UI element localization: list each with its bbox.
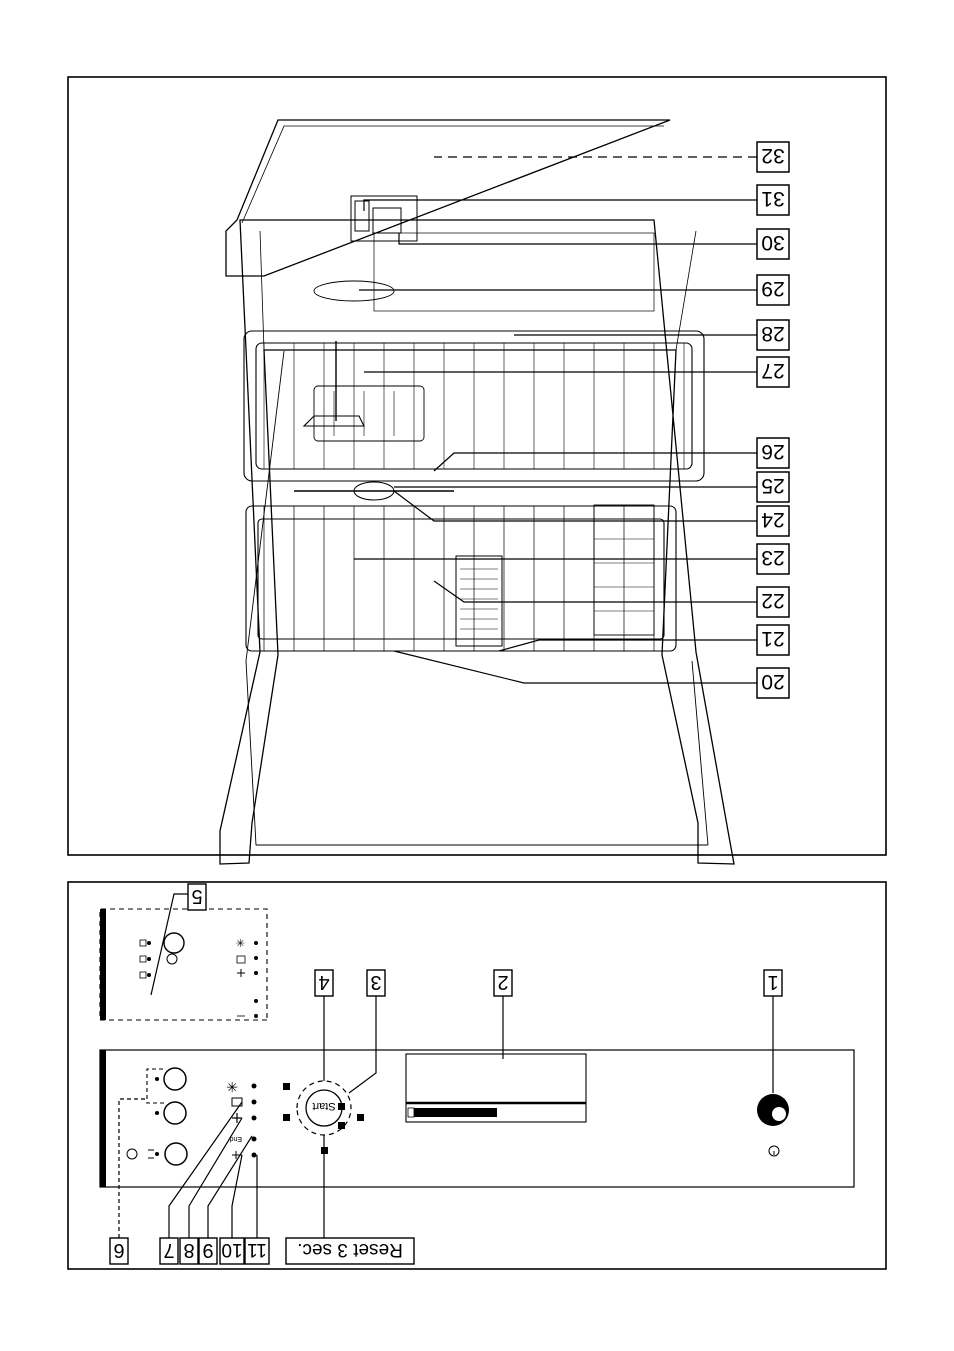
upper-basket	[246, 505, 676, 651]
panel-num-6: 6	[113, 1239, 124, 1261]
reset-label: Reset 3 sec.	[297, 1239, 403, 1260]
label-23: 23	[761, 546, 784, 569]
label-27: 27	[761, 359, 784, 382]
dispenser-unit	[351, 196, 417, 241]
figure-frame-panel	[68, 882, 886, 1269]
panel-num-9: 9	[202, 1239, 213, 1261]
dishwasher-drawing	[220, 120, 734, 864]
label-28: 28	[761, 322, 784, 345]
reset-box: Reset 3 sec.	[286, 1238, 414, 1264]
label-21: 21	[761, 627, 784, 650]
panel-box-9: 9	[199, 1238, 217, 1264]
start-label: Start	[312, 1100, 335, 1112]
sun-icon-inset: ✳	[236, 936, 245, 948]
inset-panel: ✳	[100, 909, 267, 1020]
label-29: 29	[761, 277, 784, 300]
label-box-24: 24	[757, 506, 789, 536]
panel-box-3: 3	[367, 970, 385, 996]
display-window	[406, 1054, 586, 1122]
label-25: 25	[761, 474, 784, 497]
label-31: 31	[761, 187, 784, 210]
sun-icon: ✳	[226, 1079, 238, 1095]
spray-arm-upper	[294, 482, 454, 500]
label-box-21: 21	[757, 625, 789, 655]
panel-box-5: 5	[188, 884, 206, 910]
label-box-22: 22	[757, 587, 789, 617]
panel-num-3: 3	[370, 971, 381, 993]
panel-edge-bar	[100, 1050, 106, 1187]
label-32: 32	[761, 144, 784, 167]
label-box-20: 20	[757, 668, 789, 698]
label-24: 24	[761, 508, 785, 531]
label-box-26: 26	[757, 438, 789, 468]
panel-box-4: 4	[315, 970, 333, 996]
panel-box-1: 1	[764, 970, 782, 996]
dishwasher-door	[226, 120, 670, 276]
lower-basket	[244, 331, 704, 481]
label-box-23: 23	[757, 544, 789, 574]
panel-num-7: 7	[163, 1239, 174, 1261]
panel-box-11: 11	[245, 1238, 269, 1264]
panel-num-1: 1	[767, 971, 778, 993]
panel-num-4: 4	[318, 971, 329, 993]
power-switch	[757, 1094, 789, 1156]
panel-box-8: 8	[180, 1238, 198, 1264]
panel-box-7: 7	[160, 1238, 178, 1264]
label-30: 30	[761, 231, 784, 254]
callout-labels-panel: 1 2 3 4 5 6 7 8 9 10 11 Reset 3 sec.	[110, 884, 782, 1264]
label-22: 22	[761, 589, 784, 612]
label-box-32: 32	[757, 142, 789, 172]
panel-num-2: 2	[497, 971, 508, 993]
panel-box-10: 10	[220, 1238, 244, 1264]
label-26: 26	[761, 440, 784, 463]
panel-num-8: 8	[183, 1239, 194, 1261]
label-box-25: 25	[757, 472, 789, 502]
callout-labels-dishwasher: 32 31 30 29 28 27 26 25 24 23 22 21 20	[757, 142, 789, 698]
label-box-28: 28	[757, 320, 789, 350]
label-box-29: 29	[757, 275, 789, 305]
label-box-30: 30	[757, 229, 789, 259]
callout-lines-dishwasher	[354, 157, 757, 683]
panel-num-11: 11	[247, 1239, 267, 1260]
panel-box-6: 6	[110, 1238, 128, 1264]
panel-box-2: 2	[494, 970, 512, 996]
label-box-27: 27	[757, 357, 789, 387]
panel-num-5: 5	[191, 885, 202, 907]
program-knobs	[127, 1068, 187, 1165]
panel-num-10: 10	[221, 1239, 242, 1260]
label-20: 20	[761, 670, 784, 693]
tub-outline	[220, 220, 734, 864]
label-box-31: 31	[757, 185, 789, 215]
